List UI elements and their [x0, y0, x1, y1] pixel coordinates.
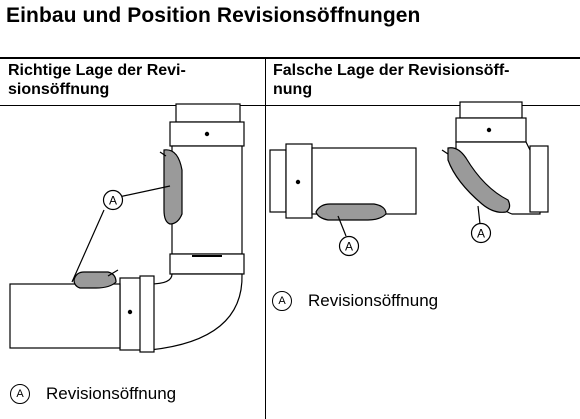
legend-label: Revisionsöffnung	[46, 384, 177, 403]
legend-symbol: A	[272, 291, 292, 311]
callout-circle	[470, 222, 492, 244]
callout-line	[113, 185, 171, 199]
table-header-rule	[0, 105, 580, 106]
inspection-opening-vertical	[163, 149, 183, 225]
legend-symbol: A	[10, 384, 30, 404]
callout-circle	[338, 235, 360, 257]
correct-installation-drawing: A	[9, 103, 245, 353]
inspection-opening	[315, 203, 387, 221]
inspection-opening	[447, 147, 511, 213]
table-column-divider	[265, 59, 266, 419]
pipe-elbow	[149, 273, 243, 351]
horizontal-pipe-body	[9, 283, 121, 349]
pipe-top-ring	[459, 101, 523, 119]
column-heading-wrong-text: Falsche Lage der Revisionsöff- nung	[273, 62, 510, 98]
vertical-pipe-end	[175, 103, 241, 123]
wrong-installation-drawing-2: A	[441, 101, 549, 244]
table-top-rule	[0, 57, 580, 59]
column-heading-wrong: Falsche Lage der Revisionsöff- nung	[273, 61, 573, 99]
column-heading-correct-text: Richtige Lage der Revi- sionsöffnung	[8, 62, 186, 98]
legend-left: A Revisionsöffnung	[10, 384, 176, 404]
inspection-opening-horizontal	[73, 271, 117, 289]
callout-letter: A	[477, 227, 485, 241]
callout-line	[71, 209, 105, 283]
callout-circle	[102, 189, 124, 211]
column-heading-correct: Richtige Lage der Revi- sionsöffnung	[8, 61, 253, 99]
vertical-pipe-body	[171, 145, 243, 255]
pipe-outlet	[529, 145, 549, 213]
legend-right: A Revisionsöffnung	[272, 291, 438, 311]
page-title: Einbau und Position Revisionsöffnungen	[6, 4, 421, 27]
wrong-installation-drawing-1: A	[269, 143, 417, 257]
callout-letter: A	[345, 240, 353, 254]
callout-letter: A	[109, 194, 117, 208]
legend-label: Revisionsöffnung	[308, 291, 439, 310]
pipe-body	[311, 147, 417, 215]
pipe-end-ring	[269, 149, 287, 213]
